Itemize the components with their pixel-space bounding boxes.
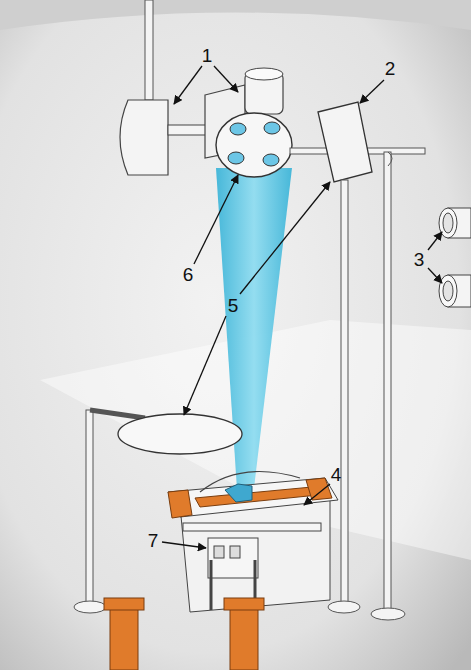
callout-number: 2 [385,59,396,78]
filter-wheel [216,113,292,177]
lamp-disc [118,414,242,454]
callout-number: 7 [148,531,159,550]
sample-stage [168,472,338,612]
light-panel [318,102,372,182]
callout-number: 6 [183,265,194,284]
ceiling-edge [0,0,471,30]
callout-number: 1 [202,46,213,65]
camera-mount [120,100,168,175]
light-beam [216,168,292,505]
callout-number: 3 [414,250,425,269]
leader-lines [162,66,442,548]
callout-number: 4 [331,465,342,484]
callout-number: 5 [228,296,239,315]
orange-supports [104,598,264,670]
wall-ports [439,208,471,307]
